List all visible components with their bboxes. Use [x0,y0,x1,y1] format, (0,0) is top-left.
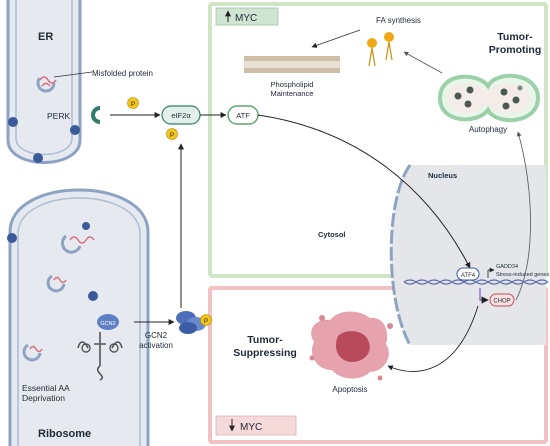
chop-to-apoptosis-arrow [387,305,479,372]
tumor-promoting-panel [208,2,548,278]
autophagosome-icon [437,73,541,123]
phosphate-badge: P [166,128,178,140]
apoptotic-cell-icon [309,311,393,381]
atf4-node: ATF4 [456,267,480,281]
tumor-suppressing-panel [208,286,548,444]
atf-to-atf4-arrow [257,114,471,269]
svg-text:P: P [131,101,135,108]
er-organelle [6,0,82,164]
fa-to-phospholipid-arrow [311,29,361,48]
ribosome-label: Ribosome [38,428,91,440]
phospholipid-label-line1: Phospholipid [271,80,314,89]
fatty-acid-icon [367,32,394,67]
misfolded-protein-label: Misfolded protein [92,69,153,78]
svg-text:MYC: MYC [235,13,257,24]
perk-receptor-icon [91,106,101,124]
nucleus-label: Nucleus [428,171,457,180]
misfolded-protein-icon [36,73,57,93]
er-ribosome-dot [70,125,80,135]
svg-text:ATF: ATF [236,111,250,120]
tumor-promoting-title-line2: Promoting [489,44,542,56]
myc-up-badge: MYC [215,7,279,26]
trna-icon [77,332,123,381]
gadd34-label: GADD34 [496,264,518,270]
perk-label: PERK [47,111,70,121]
phospholipid-membrane-icon [244,56,340,73]
svg-text:eIF2α: eIF2α [171,111,191,120]
gcn2-activation-label-line2: activation [139,341,173,350]
autophagy-label: Autophagy [469,125,507,134]
phospholipid-label-line2: Maintenance [271,89,314,98]
chop-node: CHOP [489,293,515,307]
er-ribosome-dot [8,117,18,127]
svg-text:MYC: MYC [240,422,262,433]
atf-node: ATF [227,105,259,125]
ribosome-organelle [7,188,150,446]
myc-down-badge: MYC [215,415,297,436]
tumor-suppressing-title-line2: Suppressing [233,347,297,359]
dna-strand-icon [403,279,549,285]
tumor-promoting-title-line1: Tumor- [497,31,533,43]
gcn2-protein-icon: GCN2 [97,314,119,330]
ribosome-dot [82,222,90,230]
er-label: ER [38,31,53,43]
fa-synthesis-label: FA synthesis [376,16,421,25]
phosphate-badge: P [127,97,139,109]
gcn2-activation-label-line1: GCN2 [145,331,168,340]
activated-gcn2-icon [176,311,206,334]
svg-text:CHOP: CHOP [493,299,510,305]
er-ribosome-dot [33,153,43,163]
svg-text:GCN2: GCN2 [100,321,115,327]
tumor-suppressing-title-line1: Tumor- [247,334,283,346]
stress-genes-label: Stress-induced genes [496,272,549,278]
ribosome-dot [88,291,98,301]
ribosome-complex-icon [22,234,95,362]
nucleus-to-autophagy-arrow [515,131,531,301]
eif2a-node: eIF2α [161,105,201,125]
misfolded-protein-pointer [53,71,93,78]
ribosome-dot [7,233,17,243]
dna-to-chop-arrow [479,288,489,304]
autophagy-to-fa-arrow [403,51,443,74]
svg-text:P: P [170,132,174,139]
svg-text:ATF4: ATF4 [461,273,476,279]
essential-aa-label-line1: Essential AA [22,383,70,393]
cytosol-label: Cytosol [318,230,346,239]
essential-aa-label-line2: Deprivation [22,393,65,403]
phosphate-badge: P [200,314,212,326]
apoptosis-label: Apoptosis [332,385,367,394]
svg-text:P: P [204,318,208,325]
